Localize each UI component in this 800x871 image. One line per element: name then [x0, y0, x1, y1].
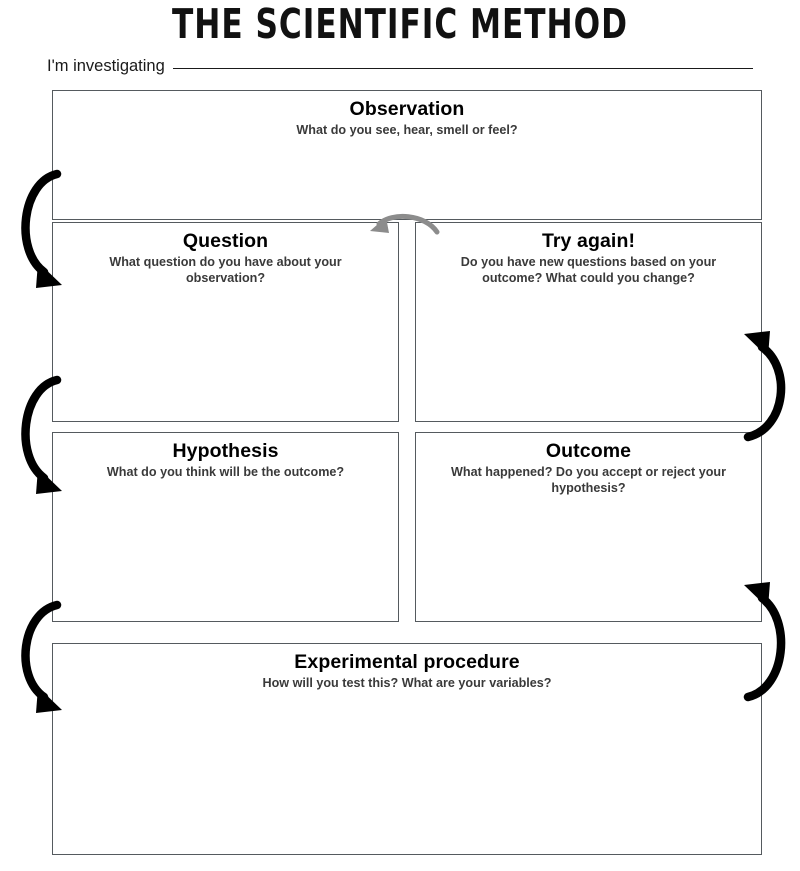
box-question-header: Question What question do you have about…	[53, 223, 398, 286]
box-try-again[interactable]: Try again! Do you have new questions bas…	[415, 222, 762, 422]
box-observation-title: Observation	[349, 98, 465, 120]
investigating-line: I'm investigating	[47, 56, 753, 76]
box-outcome-title: Outcome	[545, 440, 632, 462]
box-observation-header: Observation What do you see, hear, smell…	[53, 91, 761, 139]
box-observation[interactable]: Observation What do you see, hear, smell…	[52, 90, 762, 220]
box-observation-prompt: What do you see, hear, smell or feel?	[296, 123, 518, 137]
page-title: THE SCIENTIFIC METHOD	[172, 0, 628, 49]
box-experimental-procedure-title: Experimental procedure	[294, 651, 520, 673]
box-experimental-procedure-header: Experimental procedure How will you test…	[53, 644, 761, 692]
box-try-again-prompt: Do you have new questions based on your …	[460, 255, 717, 285]
box-experimental-procedure-prompt: How will you test this? What are your va…	[262, 676, 552, 690]
investigating-label: I'm investigating	[47, 57, 165, 75]
box-try-again-header: Try again! Do you have new questions bas…	[416, 223, 761, 286]
box-try-again-title: Try again!	[541, 230, 636, 252]
box-hypothesis-header: Hypothesis What do you think will be the…	[53, 433, 398, 481]
box-hypothesis-prompt: What do you think will be the outcome?	[106, 465, 345, 479]
box-question[interactable]: Question What question do you have about…	[52, 222, 399, 422]
box-question-prompt: What question do you have about your obs…	[109, 255, 342, 285]
box-outcome-header: Outcome What happened? Do you accept or …	[416, 433, 761, 496]
investigating-input[interactable]	[172, 68, 753, 69]
box-question-title: Question	[182, 230, 269, 252]
box-hypothesis[interactable]: Hypothesis What do you think will be the…	[52, 432, 399, 622]
box-hypothesis-title: Hypothesis	[172, 440, 279, 462]
box-outcome-prompt: What happened? Do you accept or reject y…	[450, 465, 726, 495]
box-outcome[interactable]: Outcome What happened? Do you accept or …	[415, 432, 762, 622]
box-experimental-procedure[interactable]: Experimental procedure How will you test…	[52, 643, 762, 855]
